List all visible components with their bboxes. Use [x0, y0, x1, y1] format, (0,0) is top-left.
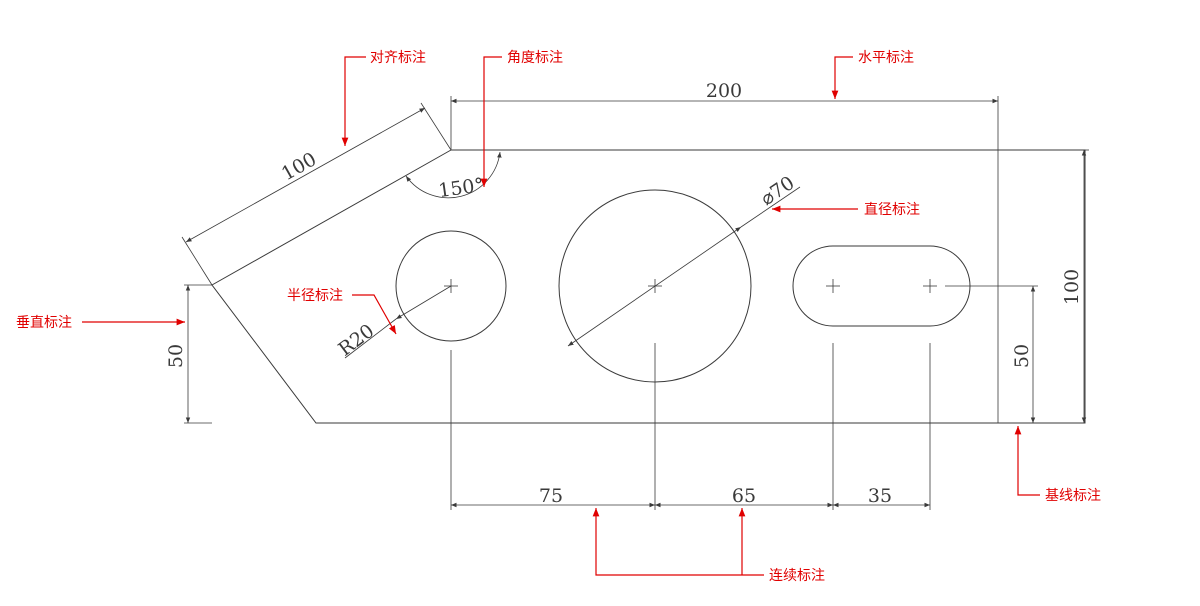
annotation-aligned-label: 对齐标注 [370, 50, 426, 66]
dim-vertical-100: 100 [1061, 149, 1089, 423]
dim-baseline-50: 50 [945, 285, 1038, 424]
dim-text-diameter-70: ⌀70 [757, 172, 799, 210]
small-hole-circle [395, 230, 507, 342]
center-marks [444, 279, 937, 293]
dim-text-200: 200 [706, 80, 742, 102]
dim-text-100-vertical: 100 [1061, 269, 1083, 305]
dim-text-35: 35 [868, 485, 892, 507]
annotation-continuous: 连续标注 [592, 508, 825, 584]
annotation-vertical: 垂直标注 [16, 314, 185, 331]
dim-text-100-aligned: 100 [278, 148, 320, 185]
dim-text-50-left: 50 [165, 344, 187, 368]
part-outline [211, 149, 1086, 424]
annotation-angular: 角度标注 [480, 50, 563, 187]
annotation-angular-label: 角度标注 [507, 50, 563, 66]
annotation-radius-label: 半径标注 [287, 288, 343, 304]
holes [395, 189, 971, 383]
dim-angle-150: 150° [405, 151, 502, 202]
annotation-diameter-label: 直径标注 [864, 201, 920, 218]
annotation-aligned: 对齐标注 [341, 50, 426, 146]
annotation-horizontal-label: 水平标注 [858, 50, 914, 66]
dim-radius-20: R20 [334, 285, 452, 361]
annotation-continuous-label: 连续标注 [769, 567, 825, 584]
dim-aligned-100: 100 [181, 102, 452, 286]
slot-hole [792, 245, 971, 327]
dim-text-65: 65 [732, 485, 756, 507]
annotation-baseline-label: 基线标注 [1045, 487, 1101, 504]
dim-diameter-70: ⌀70 [567, 172, 801, 347]
annotation-radius: 半径标注 [287, 288, 397, 335]
annotation-vertical-label: 垂直标注 [16, 314, 72, 331]
outline-polyline [211, 149, 1086, 424]
annotation-horizontal: 水平标注 [831, 50, 914, 99]
dim-text-r20: R20 [334, 320, 378, 361]
dim-text-150-deg: 150° [437, 174, 485, 202]
dim-vertical-50-left: 50 [165, 284, 212, 424]
dim-text-50-right: 50 [1011, 344, 1033, 368]
dim-chain: 75 65 35 [450, 343, 931, 510]
annotation-diameter: 直径标注 [772, 201, 920, 218]
annotation-baseline: 基线标注 [1014, 426, 1101, 504]
dim-text-75: 75 [539, 485, 563, 507]
dim-horizontal-200: 200 [450, 80, 999, 423]
